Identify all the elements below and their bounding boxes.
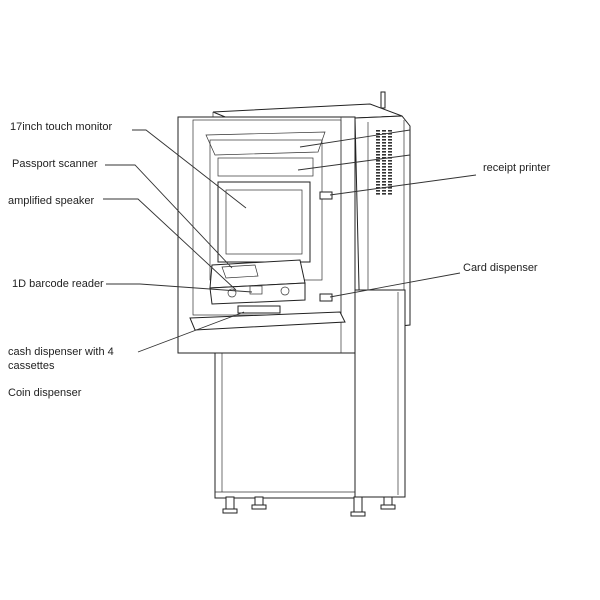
vent-slot <box>382 193 386 195</box>
label-amplified-speaker: amplified speaker <box>8 195 95 207</box>
vent-slot <box>382 145 386 147</box>
vent-slot <box>376 169 380 171</box>
vent-slot <box>382 148 386 150</box>
vent-slot <box>376 142 380 144</box>
vent-slot <box>376 193 380 195</box>
vent-slot <box>376 133 380 135</box>
vent-slot <box>388 190 392 192</box>
vent-slot <box>388 187 392 189</box>
vent-slot <box>376 190 380 192</box>
vent-slot <box>376 184 380 186</box>
vent-slot <box>382 154 386 156</box>
label-cash-dispenser-line2: cassettes <box>8 360 55 372</box>
vent-slot <box>382 190 386 192</box>
barcode-window <box>249 285 263 295</box>
vent-slot <box>376 163 380 165</box>
vent-slot <box>382 172 386 174</box>
vent-slot <box>388 193 392 195</box>
vent-slot <box>382 139 386 141</box>
vent-slot <box>376 160 380 162</box>
vent-slot <box>376 136 380 138</box>
card-slot <box>319 293 333 302</box>
vent-slot <box>388 139 392 141</box>
label-receipt-printer: receipt printer <box>483 162 551 174</box>
vent-slot <box>376 181 380 183</box>
vent-slot <box>388 175 392 177</box>
shelf <box>189 305 346 331</box>
vent-slot <box>376 145 380 147</box>
vent-slot <box>388 160 392 162</box>
vent-slot <box>382 178 386 180</box>
vent-slot <box>376 175 380 177</box>
vent-slot <box>382 184 386 186</box>
vent-slot <box>382 163 386 165</box>
label-barcode-reader: 1D barcode reader <box>12 278 104 290</box>
vent-slot <box>382 169 386 171</box>
vent-slot <box>376 151 380 153</box>
vent-slot <box>388 145 392 147</box>
vent-slot <box>382 175 386 177</box>
vent-slot <box>382 142 386 144</box>
vent-slot <box>376 130 380 132</box>
vent-slot <box>388 154 392 156</box>
vent-slot <box>382 166 386 168</box>
vent-slot <box>388 148 392 150</box>
vent-slot <box>376 172 380 174</box>
vent-slot <box>388 166 392 168</box>
label-touch-monitor: 17inch touch monitor <box>10 121 113 133</box>
vent-slot <box>388 163 392 165</box>
vent-slot <box>376 178 380 180</box>
vent-slot <box>376 187 380 189</box>
vent-slot <box>388 169 392 171</box>
label-passport-scanner: Passport scanner <box>12 158 98 170</box>
vent-slot <box>388 142 392 144</box>
leader-lines <box>103 129 477 353</box>
vent-slot <box>388 133 392 135</box>
speaker-grille <box>227 288 237 298</box>
vent-slot <box>376 154 380 156</box>
vent-slot <box>382 181 386 183</box>
cash-slot <box>237 305 281 314</box>
vent-slot <box>388 184 392 186</box>
vent-slot <box>382 136 386 138</box>
vent-slot <box>376 157 380 159</box>
vent-slot <box>382 151 386 153</box>
antenna <box>380 91 386 109</box>
vent-slot <box>388 172 392 174</box>
touch-monitor <box>217 181 311 263</box>
feet <box>222 496 396 517</box>
receipt-slot <box>319 191 333 200</box>
label-card-dispenser: Card dispenser <box>463 262 538 274</box>
vent-slot <box>388 178 392 180</box>
vent-slot <box>376 166 380 168</box>
vent-slot <box>388 136 392 138</box>
vent-slot <box>388 130 392 132</box>
vent-slot <box>388 151 392 153</box>
vent-slot <box>382 160 386 162</box>
vent-slot <box>388 181 392 183</box>
label-cash-dispenser-line1: cash dispenser with 4 <box>8 346 114 358</box>
console <box>209 259 306 305</box>
vent-slot <box>382 130 386 132</box>
vent-slot <box>382 157 386 159</box>
vent-slot <box>376 139 380 141</box>
vent-slot <box>376 148 380 150</box>
label-coin-dispenser: Coin dispenser <box>8 387 82 399</box>
